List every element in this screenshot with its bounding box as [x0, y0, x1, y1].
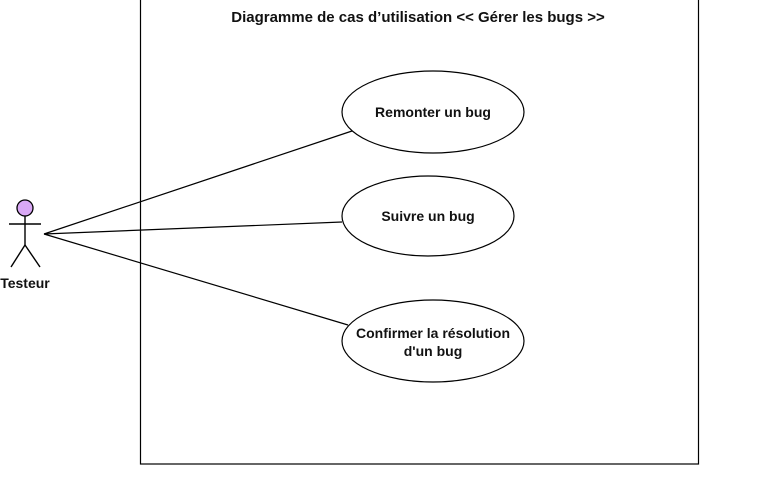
- use-case-confirm-label-line1: Confirmer la résolution: [356, 325, 510, 341]
- actor-name: Testeur: [0, 275, 50, 291]
- actor-right-leg: [24, 244, 41, 268]
- actor-tester[interactable]: Testeur: [0, 199, 50, 291]
- association-report: [43, 129, 356, 235]
- actor-left-leg: [10, 244, 26, 268]
- use-case-confirm[interactable]: Confirmer la résolution d'un bug: [341, 299, 525, 383]
- diagram-title: Diagramme de cas d’utilisation << Gérer …: [231, 9, 605, 26]
- association-follow: [43, 221, 343, 235]
- use-case-follow[interactable]: Suivre un bug: [341, 175, 515, 257]
- use-case-confirm-label-line2: d'un bug: [404, 343, 463, 359]
- association-confirm: [43, 233, 349, 326]
- use-case-report-label: Remonter un bug: [375, 104, 491, 120]
- use-case-report-ellipse: [341, 70, 525, 154]
- actor-head-icon: [16, 199, 34, 217]
- use-case-follow-label: Suivre un bug: [381, 208, 474, 224]
- use-case-report[interactable]: Remonter un bug: [341, 70, 525, 154]
- use-case-follow-ellipse: [341, 175, 515, 257]
- use-case-confirm-ellipse: [341, 299, 525, 383]
